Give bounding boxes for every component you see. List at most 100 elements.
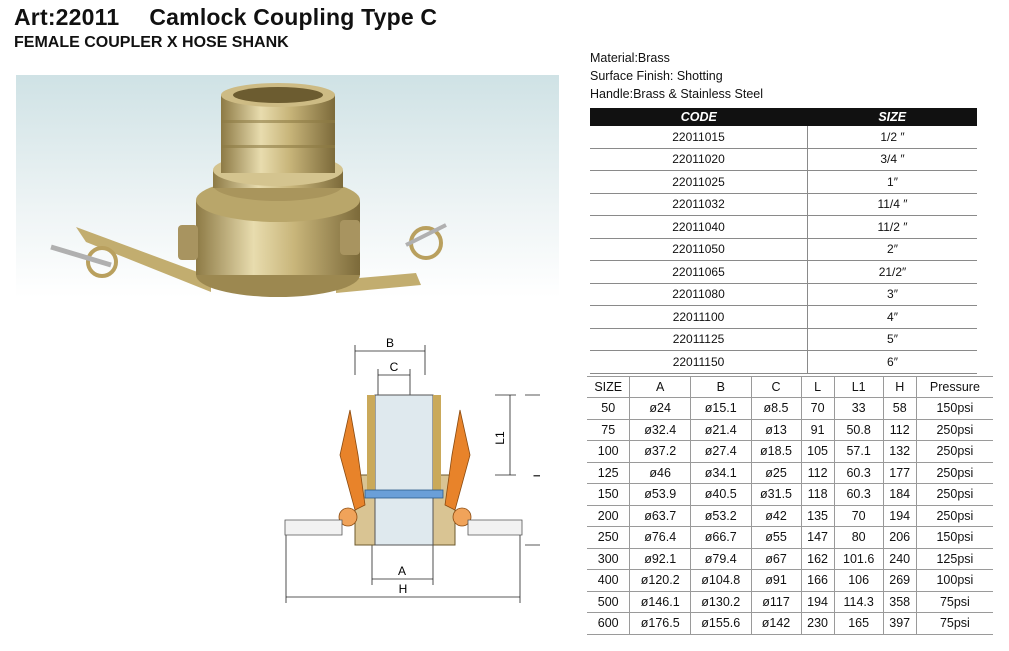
dim-label-a: A [398,564,406,578]
table-cell: ø146.1 [629,590,691,613]
table-cell: 33 [833,397,884,420]
article-number: Art:22011 [14,4,120,30]
table-cell: 250psi [915,483,993,506]
column-header: L [800,376,835,398]
table-cell: ø66.7 [689,526,752,549]
table-cell: 70 [833,504,884,527]
dim-label-l1: L1 [493,431,507,445]
table-cell: ø117 [750,590,802,613]
table-cell: 600 [587,612,631,635]
table-cell: ø130.2 [689,590,752,613]
table-cell: 70 [800,397,835,420]
table-cell: 105 [800,440,835,463]
code-cell: 22011125 [590,328,808,351]
table-cell: 100 [587,440,631,463]
code-cell: 22011015 [590,126,808,149]
table-cell: ø91 [750,569,802,592]
table-cell: ø176.5 [629,612,691,635]
column-header: H [882,376,917,398]
table-cell: 50 [587,397,631,420]
table-cell: 250psi [915,418,993,441]
page-subtitle: FEMALE COUPLER X HOSE SHANK [14,34,289,51]
size-cell: 6″ [807,350,977,374]
table-cell: ø63.7 [629,504,691,527]
table-cell: 75psi [915,590,993,613]
column-header: L1 [833,376,884,398]
table-cell: 250psi [915,461,993,484]
spec-list: Material:Brass Surface Finish: Shotting … [590,49,763,103]
table-cell: 50.8 [833,418,884,441]
table-cell: 500 [587,590,631,613]
table-cell: 91 [800,418,835,441]
table-cell: ø24 [629,397,691,420]
table-cell: 269 [882,569,917,592]
table-cell: 75 [587,418,631,441]
table-cell: 147 [800,526,835,549]
table-cell: 125psi [915,547,993,570]
table-cell: 194 [882,504,917,527]
table-cell: 166 [800,569,835,592]
code-table-header: CODE SIZE [590,108,977,126]
table-cell: 112 [800,461,835,484]
table-cell: 60.3 [833,483,884,506]
table-cell: ø67 [750,547,802,570]
size-cell: 5″ [807,328,977,351]
code-cell: 22011025 [590,170,808,194]
size-cell: 1/2 ″ [807,126,977,149]
column-header-size: SIZE [807,108,977,126]
table-cell: 250 [587,526,631,549]
column-header: C [750,376,802,398]
column-header: Pressure [915,376,993,398]
table-cell: 57.1 [833,440,884,463]
table-cell: 206 [882,526,917,549]
table-cell: 397 [882,612,917,635]
code-cell: 22011065 [590,260,808,284]
table-cell: ø155.6 [689,612,752,635]
table-cell: ø40.5 [689,483,752,506]
dim-label-l: L [531,470,540,477]
table-cell: 106 [833,569,884,592]
table-cell: ø142 [750,612,802,635]
dim-label-h: H [399,582,408,596]
table-cell: ø37.2 [629,440,691,463]
size-cell: 2″ [807,238,977,261]
table-cell: 300 [587,547,631,570]
table-cell: ø46 [629,461,691,484]
table-cell: ø15.1 [689,397,752,420]
table-cell: 100psi [915,569,993,592]
code-cell: 22011080 [590,283,808,306]
table-cell: 60.3 [833,461,884,484]
table-cell: 112 [882,418,917,441]
table-cell: 75psi [915,612,993,635]
table-cell: ø25 [750,461,802,484]
table-cell: ø31.5 [750,483,802,506]
table-cell: 400 [587,569,631,592]
code-cell: 22011020 [590,148,808,171]
table-cell: ø32.4 [629,418,691,441]
table-cell: 58 [882,397,917,420]
table-cell: 250psi [915,440,993,463]
size-cell: 3″ [807,283,977,306]
size-cell: 3/4 ″ [807,148,977,171]
